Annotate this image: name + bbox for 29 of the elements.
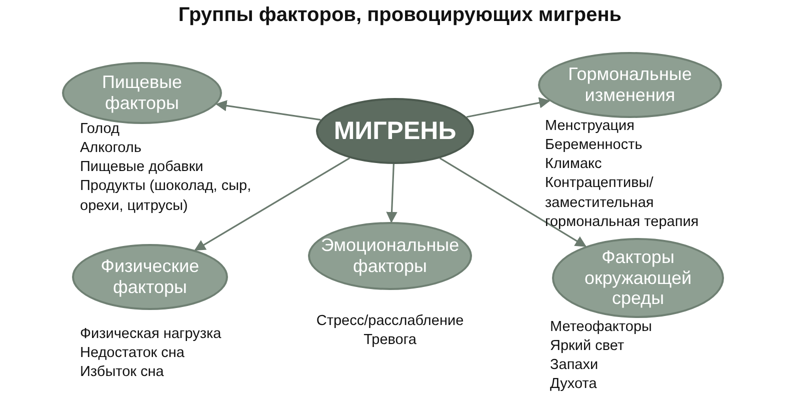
node-label: Физические факторы	[100, 256, 200, 298]
arrow	[386, 164, 398, 224]
diagram-title: Группы факторов, провоцирующих мигрень	[178, 4, 622, 26]
list-item: Алкоголь	[80, 139, 142, 158]
list-item: Физическая нагрузка	[80, 325, 222, 344]
list-item: Менструация	[545, 117, 636, 136]
list-item: Контрацептивы/ заместительная гормональная терапия	[545, 174, 700, 232]
arrow	[466, 97, 550, 118]
node-label: Эмоциональные факторы	[320, 235, 460, 277]
list-item: Пищевые добавки	[80, 158, 204, 178]
node-label: Факторы окружающей среды	[583, 246, 693, 310]
list-item: Беременность	[545, 136, 644, 156]
list-item: Тревога	[362, 331, 418, 350]
list-item: Избыток сна	[80, 363, 165, 382]
list-item: Голод	[80, 120, 120, 139]
list-item: Духота	[550, 375, 598, 394]
node-label: Гормональные изменения	[567, 64, 693, 106]
list-item: Яркий свет	[550, 337, 626, 356]
node-label: Пищевые факторы	[100, 72, 184, 114]
list-item: Стресс/расслабление	[315, 312, 465, 331]
list-item: Недостаток сна	[80, 344, 186, 364]
arrow	[215, 100, 321, 121]
list-item: Метеофакторы	[550, 318, 653, 337]
list-item: Климакс	[545, 155, 603, 174]
arrow	[439, 157, 587, 247]
list-item: Продукты (шоколад, сыр, орехи, цитрусы)	[80, 177, 252, 216]
node-label: МИГРЕНЬ	[334, 116, 456, 146]
arrow	[194, 157, 350, 251]
list-item: Запахи	[550, 356, 600, 376]
